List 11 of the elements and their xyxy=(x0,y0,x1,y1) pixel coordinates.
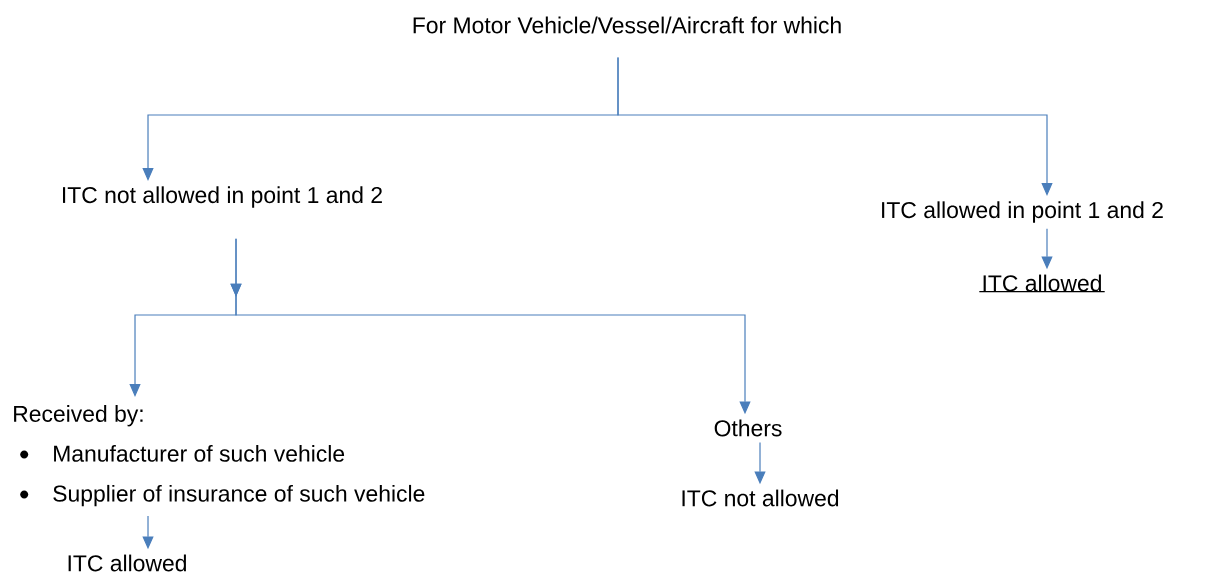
flow-text: For Motor Vehicle/Vessel/Aircraft for which xyxy=(413,16,841,34)
flow-text: ITC allowed xyxy=(68,554,186,572)
underlined-text: ITC allowed xyxy=(978,274,1106,293)
node-label: Manufacturer of such vehicle xyxy=(54,445,345,462)
node-label: Received by: xyxy=(14,405,143,427)
node-label: Supplier of insurance of such vehicle xyxy=(53,484,425,507)
flow-text: Others xyxy=(714,419,782,437)
flow-text: ITC not allowed xyxy=(682,489,839,507)
bullet-list: Received by: Manufacturer of such vehicle Supplier of insurance of such vehicle xyxy=(14,405,425,507)
flow-text: ITC not allowed in point 1 and 2 xyxy=(63,186,382,208)
flow-text: ITC allowed in point 1 and 2 xyxy=(882,201,1163,223)
